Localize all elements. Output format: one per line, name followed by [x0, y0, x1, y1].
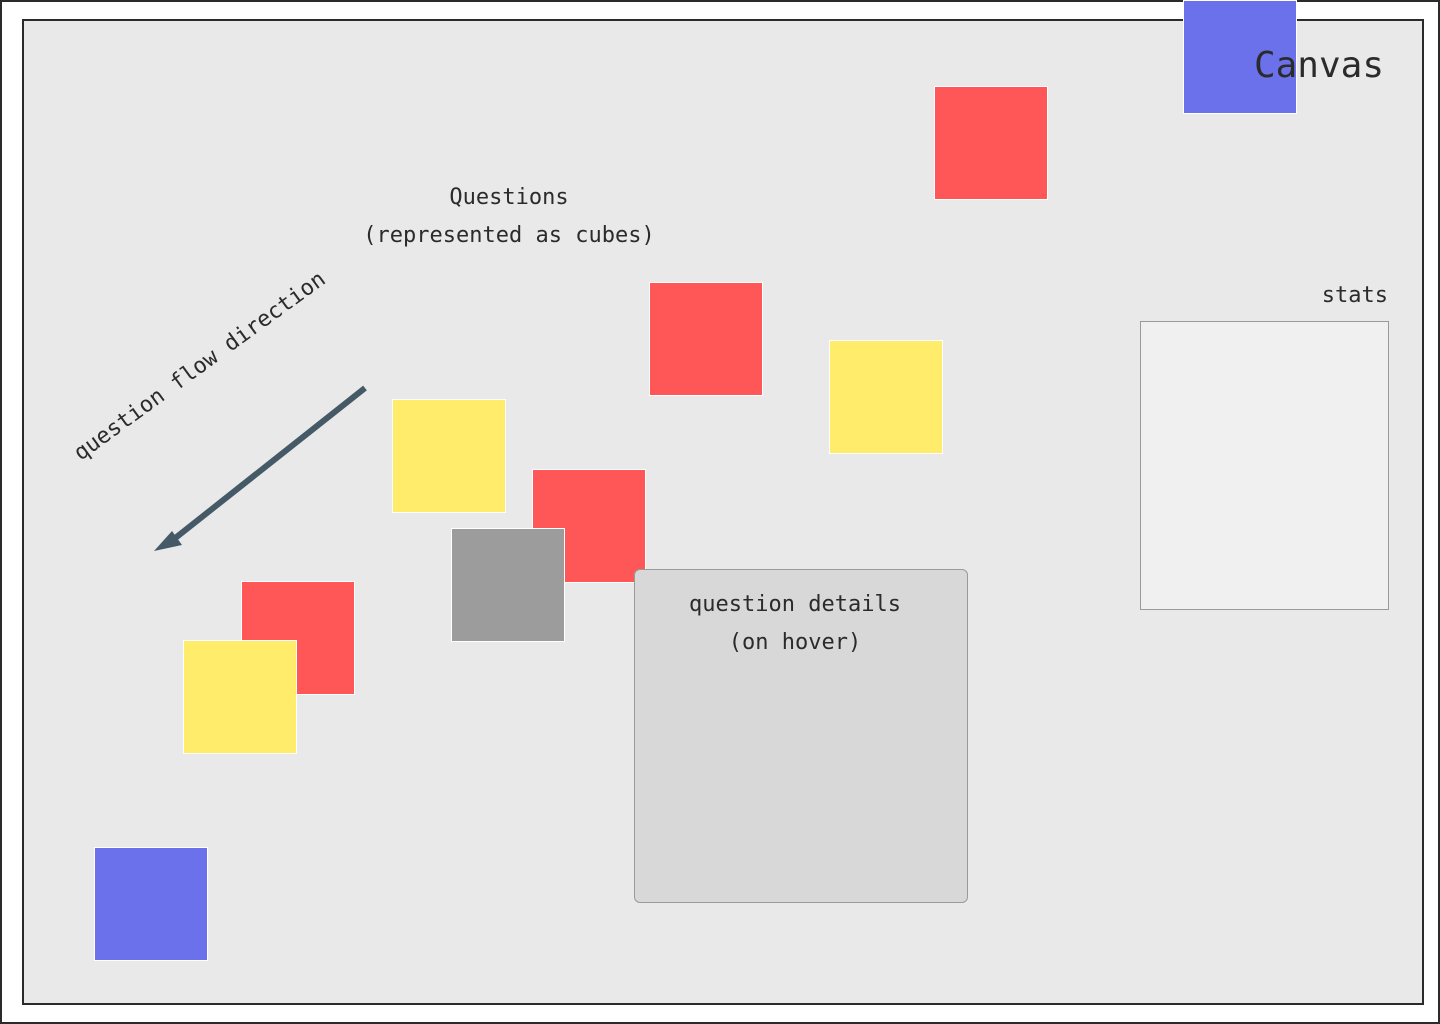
question-cube[interactable] [94, 847, 208, 961]
question-cube[interactable] [934, 86, 1048, 200]
questions-label: Questions (represented as cubes) [363, 185, 655, 248]
question-cube-hovered[interactable] [451, 528, 565, 642]
question-cube[interactable] [392, 399, 506, 513]
stats-label: stats [1321, 283, 1388, 308]
flow-direction-arrow [154, 385, 367, 551]
question-cube[interactable] [829, 340, 943, 454]
question-details-panel: question details (on hover) [634, 569, 968, 903]
question-cube[interactable] [1183, 0, 1297, 114]
canvas-title: Canvas [1253, 45, 1384, 86]
stats-panel [1140, 321, 1389, 610]
question-details-label: question details (on hover) [689, 592, 901, 655]
question-cube[interactable] [649, 282, 763, 396]
question-cube[interactable] [183, 640, 297, 754]
canvas-area[interactable]: Canvas Questions (represented as cubes) … [22, 0, 1424, 1005]
